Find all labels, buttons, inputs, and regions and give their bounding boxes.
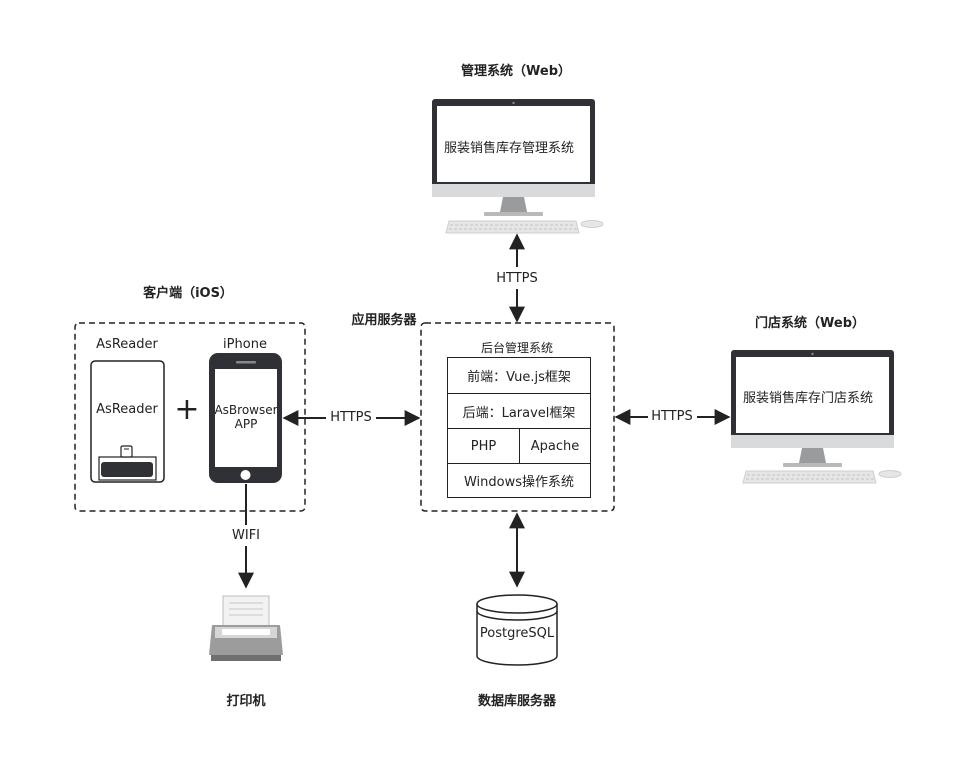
https-label-store: HTTPS — [651, 409, 693, 424]
apache-layer: Apache — [519, 428, 591, 464]
database-title: 数据库服务器 — [477, 694, 557, 709]
client-group-border — [74, 322, 306, 512]
printer-icon — [209, 595, 283, 661]
server-title: 应用服务器 — [351, 313, 417, 328]
php-layer: PHP — [447, 428, 520, 464]
wifi-label: WIFI — [232, 528, 260, 543]
store-system-title: 门店系统（Web） — [755, 316, 865, 331]
iphone-screen-text-line1: AsBrowser — [214, 403, 278, 417]
asreader-device-text: AsReader — [96, 402, 158, 417]
os-layer: Windows操作系统 — [447, 463, 591, 498]
store-keyboard-icon — [742, 470, 902, 484]
admin-system-title: 管理系统（Web） — [461, 64, 571, 79]
server-box-title: 后台管理系统 — [480, 341, 554, 355]
iphone-screen-text-line2: APP — [234, 417, 258, 431]
iphone-label: iPhone — [223, 337, 267, 352]
iphone-icon — [209, 353, 282, 483]
admin-monitor-icon — [432, 99, 595, 216]
printer-title: 打印机 — [226, 694, 266, 709]
store-screen-text: 服装销售库存门店系统 — [742, 391, 874, 406]
frontend-layer: 前端：Vue.js框架 — [447, 357, 591, 394]
backend-layer: 后端：Laravel框架 — [447, 393, 591, 429]
plus-sign: + — [174, 392, 200, 427]
server-group-border — [420, 322, 615, 512]
asreader-label: AsReader — [96, 337, 158, 352]
https-label-client: HTTPS — [330, 410, 372, 425]
database-name: PostgreSQL — [479, 626, 555, 641]
admin-keyboard-icon — [445, 220, 604, 234]
admin-screen-text: 服装销售库存管理系统 — [443, 141, 575, 156]
https-label-admin: HTTPS — [496, 271, 538, 286]
database-icon — [476, 594, 558, 666]
asreader-device-icon — [90, 360, 165, 483]
client-title: 客户端（iOS） — [143, 286, 233, 301]
store-monitor-icon — [731, 350, 894, 467]
